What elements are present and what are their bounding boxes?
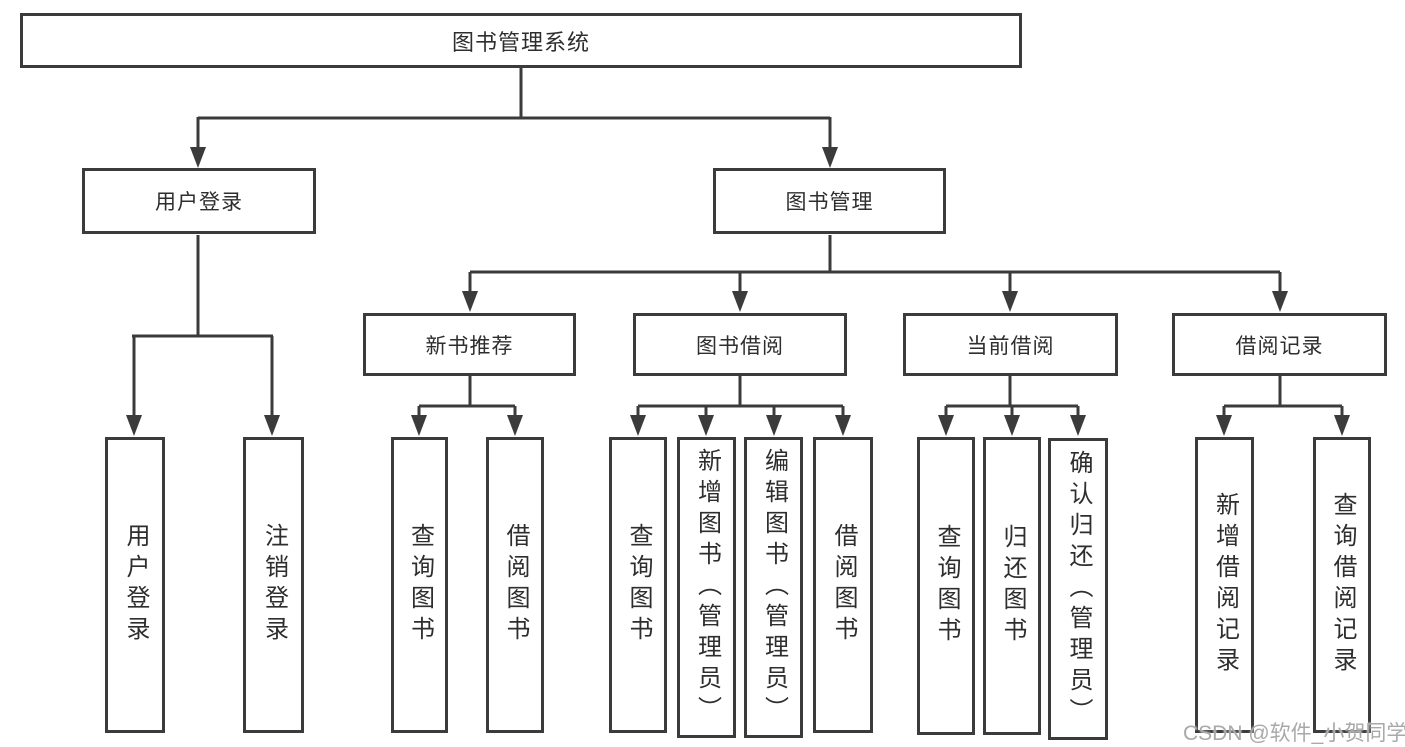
leaf-user-login: 用户登录 (105, 437, 165, 733)
leaf-query-books-1: 查询图书 (391, 437, 448, 733)
leaf-query-borrow-record: 查询借阅记录 (1313, 437, 1371, 733)
leaf-return-book: 归还图书 (983, 437, 1041, 735)
leaf-borrow-books-2: 借阅图书 (813, 437, 873, 733)
node-user-login: 用户登录 (82, 168, 316, 234)
csdn-watermark: CSDN @软件_小贺同学 (1183, 722, 1405, 745)
node-root-system: 图书管理系统 (20, 13, 1022, 68)
leaf-logout: 注销登录 (243, 437, 304, 733)
node-borrowing-records: 借阅记录 (1172, 313, 1387, 376)
node-book-management: 图书管理 (713, 168, 946, 234)
leaf-add-borrow-record: 新增借阅记录 (1195, 437, 1254, 733)
leaf-add-book-admin: 新增图书（管理员） (677, 437, 736, 738)
leaf-borrow-books-1: 借阅图书 (486, 437, 544, 733)
node-book-borrowing: 图书借阅 (633, 313, 847, 376)
node-current-borrowing: 当前借阅 (903, 313, 1118, 376)
leaf-edit-book-admin: 编辑图书（管理员） (744, 437, 803, 738)
leaf-query-books-2: 查询图书 (609, 437, 667, 733)
leaf-confirm-return-admin: 确认归还（管理员） (1048, 438, 1108, 740)
node-new-book-recommend: 新书推荐 (363, 313, 576, 376)
leaf-query-books-3: 查询图书 (917, 437, 975, 735)
